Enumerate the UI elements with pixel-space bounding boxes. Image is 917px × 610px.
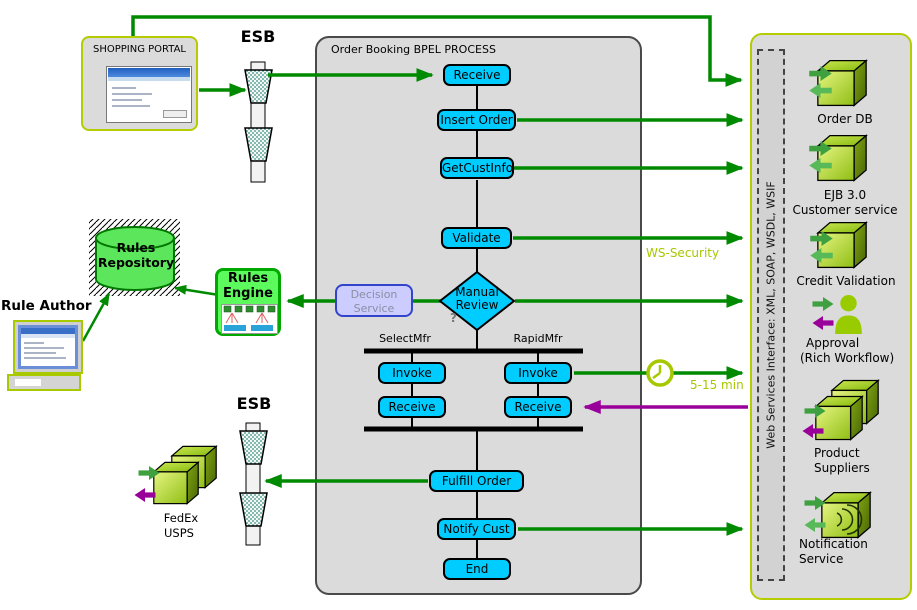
bpel-title: Order Booking BPEL PROCESS <box>331 43 496 56</box>
service-label-ejb: EJB 3.0 <box>823 188 867 202</box>
activity-receive: Receive <box>443 64 511 86</box>
ws-interface-bar-label: Web Services Interface: XML, SOAP, WSDL,… <box>764 181 778 449</box>
service-label-rich-workflow: (Rich Workflow) <box>800 351 895 365</box>
ws-security-annotation: WS-Security <box>646 246 720 260</box>
cube-icon-shipping-back <box>171 445 217 489</box>
browser-button <box>163 110 187 118</box>
service-label-customer-service: Customer service <box>792 203 898 217</box>
screen-titlebar <box>21 328 75 334</box>
activity-fulfill-order: Fulfill Order <box>429 470 524 492</box>
rules-repository-label: Rules Repository <box>94 240 178 270</box>
ws-interface-bar: Web Services Interface: XML, SOAP, WSDL,… <box>757 49 785 581</box>
service-label-approval: Approval <box>806 336 860 350</box>
browser-thumbnail <box>106 66 192 123</box>
text-line <box>112 87 136 89</box>
decision-service-line2: Service <box>353 302 395 315</box>
funnel-icon <box>244 127 273 162</box>
shipping-label-fedex: FedEx <box>163 511 199 525</box>
rules-engine-line1: Rules <box>227 271 269 286</box>
manual-review-label: Manual Review <box>436 286 518 312</box>
rules-repository-line2: Repository <box>97 255 175 270</box>
monitor-icon <box>13 320 83 374</box>
funnel-icon <box>239 492 268 527</box>
text-line <box>24 352 56 354</box>
browser-titlebar <box>108 68 190 77</box>
activity-notify-cust: Notify Cust <box>437 518 516 540</box>
service-label-credit-validation: Credit Validation <box>796 274 896 288</box>
rules-engine-box: Rules Engine <box>215 268 281 336</box>
text-line <box>24 357 66 359</box>
computer-base <box>7 374 81 391</box>
decision-service-box: Decision Service <box>335 284 413 317</box>
rule-author-label: Rule Author <box>1 298 92 314</box>
text-line <box>112 99 142 101</box>
activity-receive-left: Receive <box>378 396 446 418</box>
decision-service-line1: Decision <box>350 288 398 301</box>
text-line <box>24 347 64 349</box>
clock-icon <box>646 359 674 387</box>
cube-icon-shipping-front <box>153 461 199 505</box>
text-line <box>24 342 44 344</box>
rules-engine-screenshot <box>221 304 278 334</box>
branch-label-selectmfr: SelectMfr <box>379 332 431 345</box>
rules-repository-line1: Rules <box>116 240 156 255</box>
arrow-out-icon <box>134 488 156 502</box>
rules-arrows <box>81 284 220 342</box>
duration-annotation: 5-15 min <box>690 378 744 392</box>
manual-review-line1: Manual <box>455 285 499 299</box>
service-label-service: Service <box>799 552 844 566</box>
rules-engine-line2: Engine <box>223 286 273 301</box>
service-label-notification: Notification <box>799 537 868 551</box>
base-slot <box>15 379 41 386</box>
esb-bottom-label: ESB <box>236 394 272 413</box>
text-line <box>112 93 152 95</box>
service-label-order-db: Order DB <box>817 112 873 126</box>
activity-getcustinfo: GetCustInfo <box>440 157 514 179</box>
esb-bottom-bus <box>239 422 268 546</box>
screen-toolbar <box>21 334 75 338</box>
engine-to-repository-arrow <box>173 284 220 297</box>
manual-review-line2: Review <box>455 298 499 312</box>
activity-insert-order: Insert Order <box>437 109 516 131</box>
shipping-label-usps: USPS <box>164 526 194 540</box>
activity-receive-right: Receive <box>504 396 572 418</box>
text-line <box>112 105 150 107</box>
browser-toolbar <box>108 77 190 81</box>
branch-label-rapidmfr: RapidMfr <box>513 332 563 345</box>
activity-end: End <box>443 558 511 580</box>
esb-top-bus <box>244 61 273 183</box>
esb-top-label: ESB <box>240 27 276 46</box>
service-label-product: Product <box>814 446 860 460</box>
manual-review-question-mark: ? <box>450 311 457 325</box>
shopping-portal-label: SHOPPING PORTAL <box>92 44 187 55</box>
funnel-icon <box>244 69 273 104</box>
activity-invoke-right: Invoke <box>504 362 572 384</box>
monitor-screen <box>18 325 78 369</box>
arrow-in-icon <box>138 466 160 480</box>
service-label-suppliers: Suppliers <box>814 461 870 475</box>
funnel-icon <box>239 430 268 465</box>
activity-invoke-left: Invoke <box>378 362 446 384</box>
activity-validate: Validate <box>441 227 512 249</box>
